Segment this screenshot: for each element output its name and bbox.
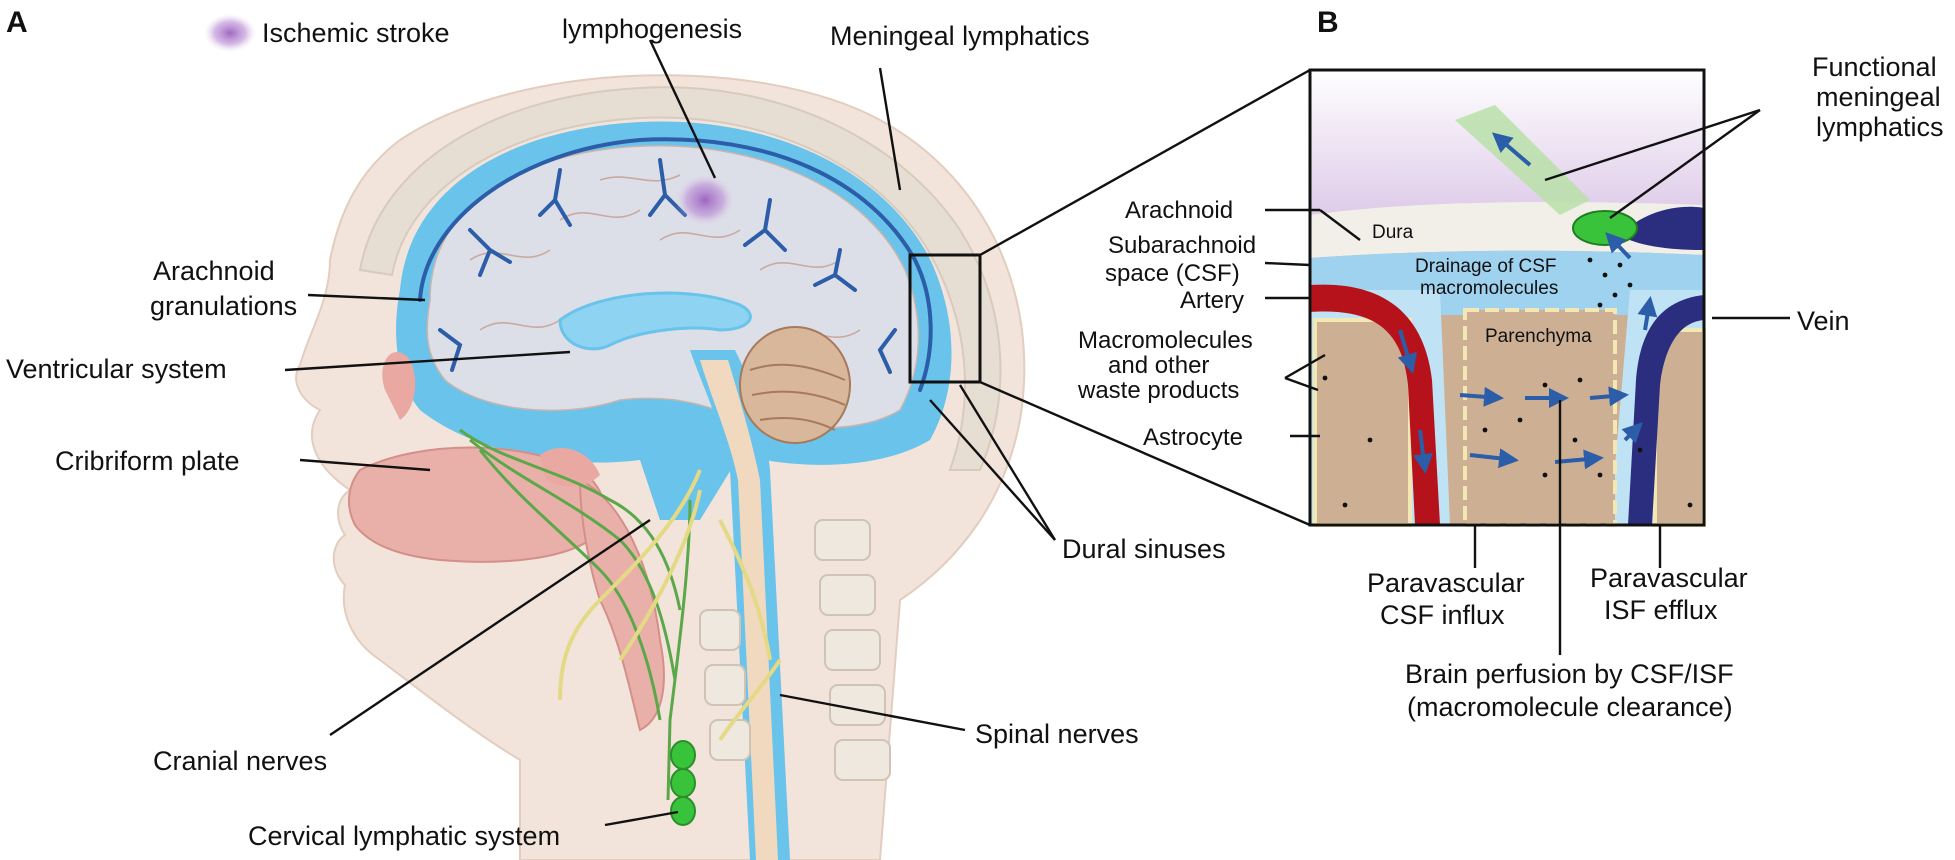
label-arachnoid: Arachnoid bbox=[1125, 197, 1233, 224]
label-vein: Vein bbox=[1797, 306, 1850, 336]
nasal-pharynx bbox=[348, 446, 605, 563]
label-lymphogenesis: lymphogenesis bbox=[562, 14, 742, 44]
spinal-cord bbox=[700, 360, 778, 860]
label-cranial-nerves: Cranial nerves bbox=[153, 746, 327, 776]
label-macromolecules-line1: Macromolecules bbox=[1078, 327, 1253, 354]
label-ventricular-system: Ventricular system bbox=[6, 354, 227, 384]
label-functional-line2: meningeal bbox=[1816, 82, 1941, 112]
label-dural-sinuses: Dural sinuses bbox=[1062, 534, 1226, 564]
label-isf-efflux-line2: ISF efflux bbox=[1604, 595, 1718, 625]
label-drainage-line1: Drainage of CSF bbox=[1415, 256, 1557, 277]
label-csf-influx-line1: Paravascular bbox=[1367, 568, 1525, 598]
vein-top-blob bbox=[1620, 206, 1704, 250]
panel-label-a: A bbox=[6, 6, 28, 39]
head-illustration bbox=[204, 14, 1026, 860]
cerebellum bbox=[739, 326, 851, 444]
ischemic-stroke-marker bbox=[675, 174, 735, 226]
label-subarachnoid-line2: space (CSF) bbox=[1105, 260, 1240, 287]
label-parenchyma: Parenchyma bbox=[1485, 326, 1592, 347]
cranial-nerves-yellow bbox=[558, 469, 782, 742]
label-arachnoid-granulations-line1: Arachnoid bbox=[153, 256, 275, 286]
label-spinal-nerves: Spinal nerves bbox=[975, 719, 1139, 749]
ischemic-stroke-legend-swatch bbox=[204, 14, 256, 52]
label-drainage-line2: macromolecules bbox=[1420, 278, 1558, 299]
ventricles bbox=[558, 291, 752, 351]
panel-label-b: B bbox=[1317, 6, 1339, 39]
label-meningeal-lymphatics: Meningeal lymphatics bbox=[830, 21, 1090, 51]
label-ischemic-stroke: Ischemic stroke bbox=[262, 18, 450, 48]
flow-arrows bbox=[1397, 132, 1658, 474]
macromolecule-dots bbox=[1322, 257, 1693, 508]
label-functional-line1: Functional bbox=[1812, 52, 1937, 82]
zoom-line-bottom bbox=[979, 380, 1311, 527]
label-isf-efflux-line1: Paravascular bbox=[1590, 563, 1748, 593]
label-macromolecules-line3: waste products bbox=[1077, 377, 1239, 404]
ear bbox=[382, 351, 416, 420]
vein-vessel bbox=[1628, 295, 1704, 525]
leader-lines bbox=[284, 39, 1790, 827]
label-functional-line3: lymphatics bbox=[1816, 112, 1944, 142]
zoom-line-top bbox=[979, 68, 1311, 257]
labels: A B Ischemic stroke lymphogenesis Mening… bbox=[6, 6, 1944, 851]
skull bbox=[358, 86, 1002, 471]
label-subarachnoid-line1: Subarachnoid bbox=[1108, 232, 1256, 259]
label-cervical-lymphatic-system: Cervical lymphatic system bbox=[248, 821, 560, 851]
label-cribriform-plate: Cribriform plate bbox=[55, 446, 240, 476]
lymphatic-lumen bbox=[1572, 210, 1638, 246]
label-arachnoid-granulations-line2: granulations bbox=[150, 291, 297, 321]
label-perfusion-line1: Brain perfusion by CSF/ISF bbox=[1405, 659, 1734, 689]
zoom-panel bbox=[1308, 68, 1706, 527]
label-astrocyte: Astrocyte bbox=[1143, 424, 1243, 451]
sinus-frontal bbox=[540, 447, 600, 487]
zoom-region-box bbox=[908, 253, 982, 384]
label-artery: Artery bbox=[1180, 287, 1244, 314]
vertebrae bbox=[699, 519, 891, 781]
meningeal-lymphatic-vessels bbox=[418, 137, 933, 392]
label-perfusion-line2: (macromolecule clearance) bbox=[1407, 692, 1733, 722]
label-macromolecules-line2: and other bbox=[1108, 352, 1209, 379]
label-dura: Dura bbox=[1372, 222, 1414, 243]
artery-vessel bbox=[1310, 284, 1440, 525]
cervical-lymph-nodes bbox=[670, 740, 696, 826]
label-csf-influx-line2: CSF influx bbox=[1380, 600, 1505, 630]
